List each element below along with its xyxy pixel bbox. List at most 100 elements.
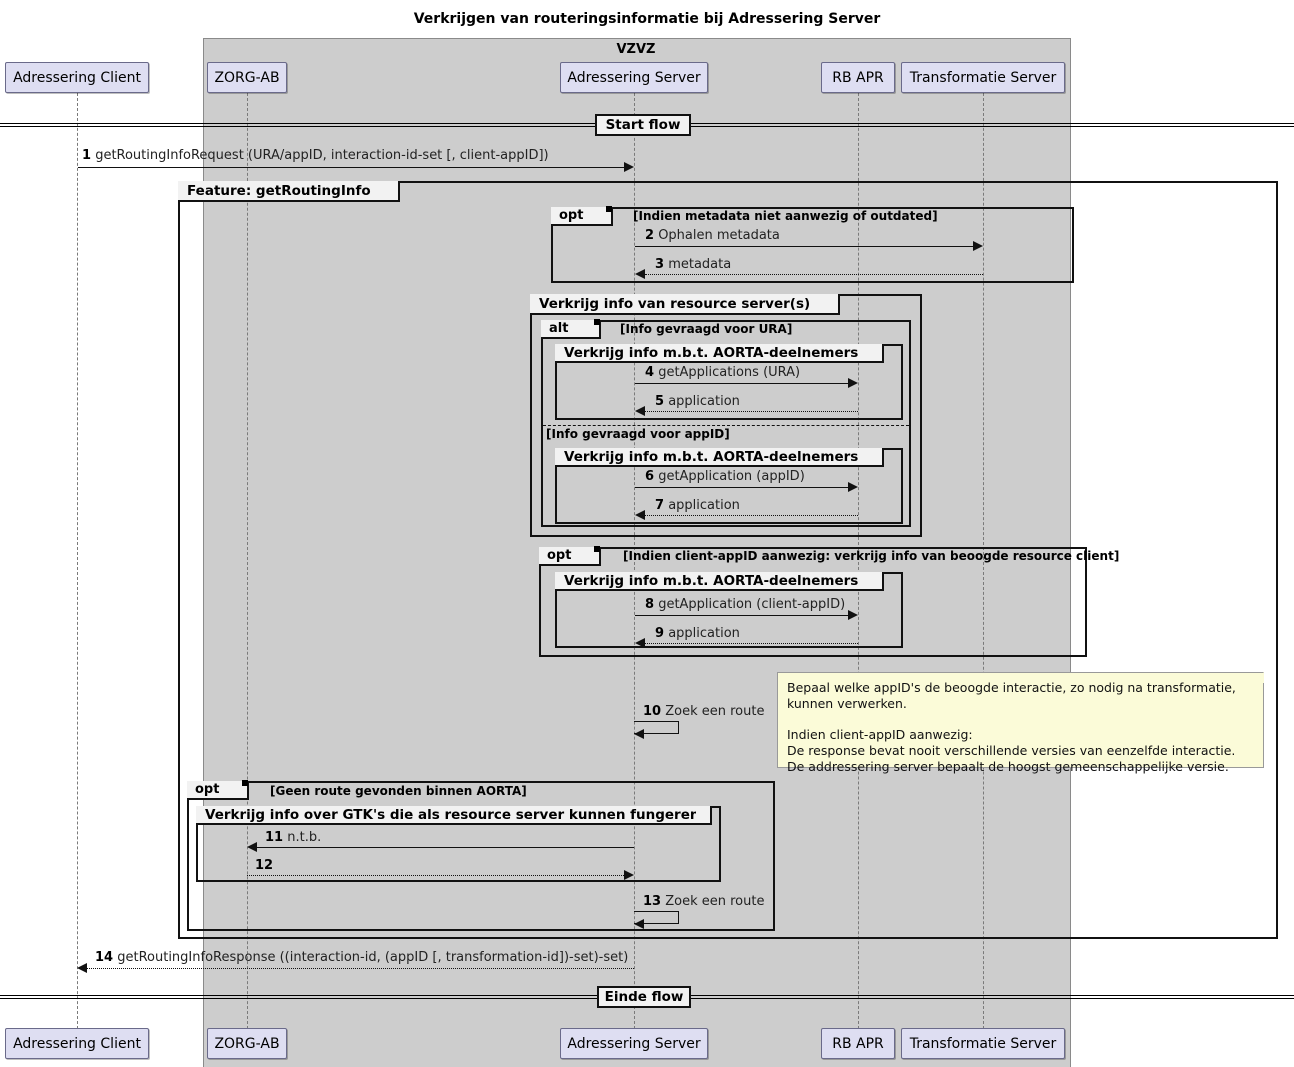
message-6-number: 6 [645, 469, 655, 484]
frame-feature-title: Feature: getRoutingInfo [187, 182, 371, 199]
frame-opt-metadata-condition: [Indien metadata niet aanwezig of outdat… [633, 209, 938, 223]
message-3-label: 3 metadata [655, 257, 731, 272]
frame-feature-getroutinginfo [178, 181, 1278, 939]
message-4-number: 4 [645, 365, 655, 380]
frame-opt-metadata-tab: opt [551, 206, 613, 226]
message-8-label: 8 getApplication (client-appID) [645, 597, 845, 612]
tab-corner [233, 781, 247, 798]
page-title: Verkrijgen van routeringsinformatie bij … [413, 11, 881, 27]
message-6-line [635, 487, 848, 488]
message-9-line [645, 643, 858, 644]
message-2-number: 2 [645, 228, 655, 243]
message-8-line [635, 615, 848, 616]
participant-label: Adressering Server [567, 1035, 701, 1052]
frame-opt-metadata [551, 207, 1074, 283]
frame-group-resource-servers-title: Verkrijg info van resource server(s) [539, 295, 811, 312]
message-2-label: 2 Ophalen metadata [645, 228, 780, 243]
message-14-number: 14 [95, 950, 114, 965]
message-1-arrowhead [624, 162, 634, 172]
message-8-arrowhead [848, 610, 858, 620]
divider-label-text: Start flow [605, 117, 681, 133]
tab-corner [597, 207, 611, 224]
tab-corner [384, 181, 398, 200]
message-13-label: 13 Zoek een route [643, 894, 764, 909]
message-11-arrowhead [247, 842, 257, 852]
frame-alt-else-condition: [Info gevraagd voor appID] [546, 427, 730, 441]
tab-corner [868, 572, 882, 589]
message-6-text: getApplication (appID) [658, 469, 805, 484]
message-7-line [645, 515, 858, 516]
participant-adressering-server-top[interactable]: Adressering Server [560, 62, 708, 93]
message-13-self-loop [634, 911, 679, 924]
frame-group-aorta-2-title: Verkrijg info m.b.t. AORTA-deelnemers [564, 448, 859, 465]
message-9-arrowhead [635, 638, 645, 648]
message-11-number: 11 [265, 830, 284, 845]
message-5-line [645, 411, 858, 412]
participant-label: ZORG-AB [214, 1035, 280, 1052]
message-7-number: 7 [655, 498, 665, 513]
message-12-number: 12 [255, 858, 274, 873]
message-14-line [87, 968, 634, 969]
frame-group-aorta-3-title: Verkrijg info m.b.t. AORTA-deelnemers [564, 572, 859, 589]
message-4-text: getApplications (URA) [658, 365, 801, 380]
message-9-number: 9 [655, 626, 665, 641]
message-7-arrowhead [635, 510, 645, 520]
frame-alt-info-type: alt [549, 321, 569, 336]
frame-opt-no-route [187, 781, 775, 931]
message-12-label: 12 [255, 858, 273, 873]
divider-start-flow: Start flow [595, 114, 691, 136]
message-3-line [645, 274, 983, 275]
participant-label: Transformatie Server [909, 69, 1057, 86]
lifeline-rb-apr [858, 93, 859, 1034]
message-14-label: 14 getRoutingInfoResponse ((interaction-… [95, 950, 628, 965]
participant-label: RB APR [832, 69, 884, 86]
message-11-text: n.t.b. [287, 830, 322, 845]
message-3-number: 3 [655, 257, 665, 272]
note-box: Bepaal welke appID's de beoogde interact… [777, 672, 1264, 774]
lifeline-zorg-ab [247, 93, 248, 1034]
tab-corner [696, 806, 710, 823]
tab-corner [824, 294, 838, 313]
frame-opt-client-appid-type: opt [547, 548, 572, 563]
participant-rb-apr-top[interactable]: RB APR [821, 62, 895, 93]
message-13-number: 13 [643, 894, 662, 909]
participant-zorg-ab-top[interactable]: ZORG-AB [207, 62, 287, 93]
message-13-text: Zoek een route [665, 894, 765, 909]
divider-einde-flow: Einde flow [597, 986, 691, 1008]
frame-group-aorta-3-title-tab: Verkrijg info m.b.t. AORTA-deelnemers [555, 572, 884, 591]
participant-label: Adressering Server [567, 69, 701, 86]
message-3-text: metadata [668, 257, 732, 272]
message-9-text: application [668, 626, 740, 641]
frame-group-gtk-title: Verkrijg info over GTK's die als resourc… [205, 806, 700, 823]
participant-label: Transformatie Server [909, 1035, 1057, 1052]
message-4-arrowhead [848, 378, 858, 388]
message-10-number: 10 [643, 704, 662, 719]
message-1-number: 1 [82, 148, 92, 163]
message-1-line [78, 167, 630, 168]
frame-group-gtk-title-tab: Verkrijg info over GTK's die als resourc… [196, 806, 712, 825]
frame-opt-client-appid-tab: opt [539, 546, 601, 566]
message-4-label: 4 getApplications (URA) [645, 365, 800, 380]
frame-group-aorta-1-title-tab: Verkrijg info m.b.t. AORTA-deelnemers [555, 344, 884, 363]
message-10-text: Zoek een route [665, 704, 765, 719]
message-14-text: getRoutingInfoResponse ((interaction-id,… [117, 950, 629, 965]
frame-alt-separator [543, 425, 909, 426]
participant-adressering-client-top[interactable]: Adressering Client [5, 62, 149, 93]
message-5-text: application [668, 394, 740, 409]
participant-label: RB APR [832, 1035, 884, 1052]
tab-corner [585, 320, 599, 337]
participant-transformatie-server-top[interactable]: Transformatie Server [901, 62, 1065, 93]
message-8-text: getApplication (client-appID) [658, 597, 846, 612]
participant-adressering-server-bottom[interactable]: Adressering Server [560, 1028, 708, 1059]
participant-rb-apr-bottom[interactable]: RB APR [821, 1028, 895, 1059]
participant-adressering-client-bottom[interactable]: Adressering Client [5, 1028, 149, 1059]
message-2-text: Ophalen metadata [658, 228, 780, 243]
participant-transformatie-server-bottom[interactable]: Transformatie Server [901, 1028, 1065, 1059]
message-10-arrowhead [634, 729, 644, 739]
frame-opt-client-appid [539, 547, 1087, 657]
participant-zorg-ab-bottom[interactable]: ZORG-AB [207, 1028, 287, 1059]
message-7-label: 7 application [655, 498, 740, 513]
message-10-label: 10 Zoek een route [643, 704, 764, 719]
message-11-line [257, 847, 634, 848]
